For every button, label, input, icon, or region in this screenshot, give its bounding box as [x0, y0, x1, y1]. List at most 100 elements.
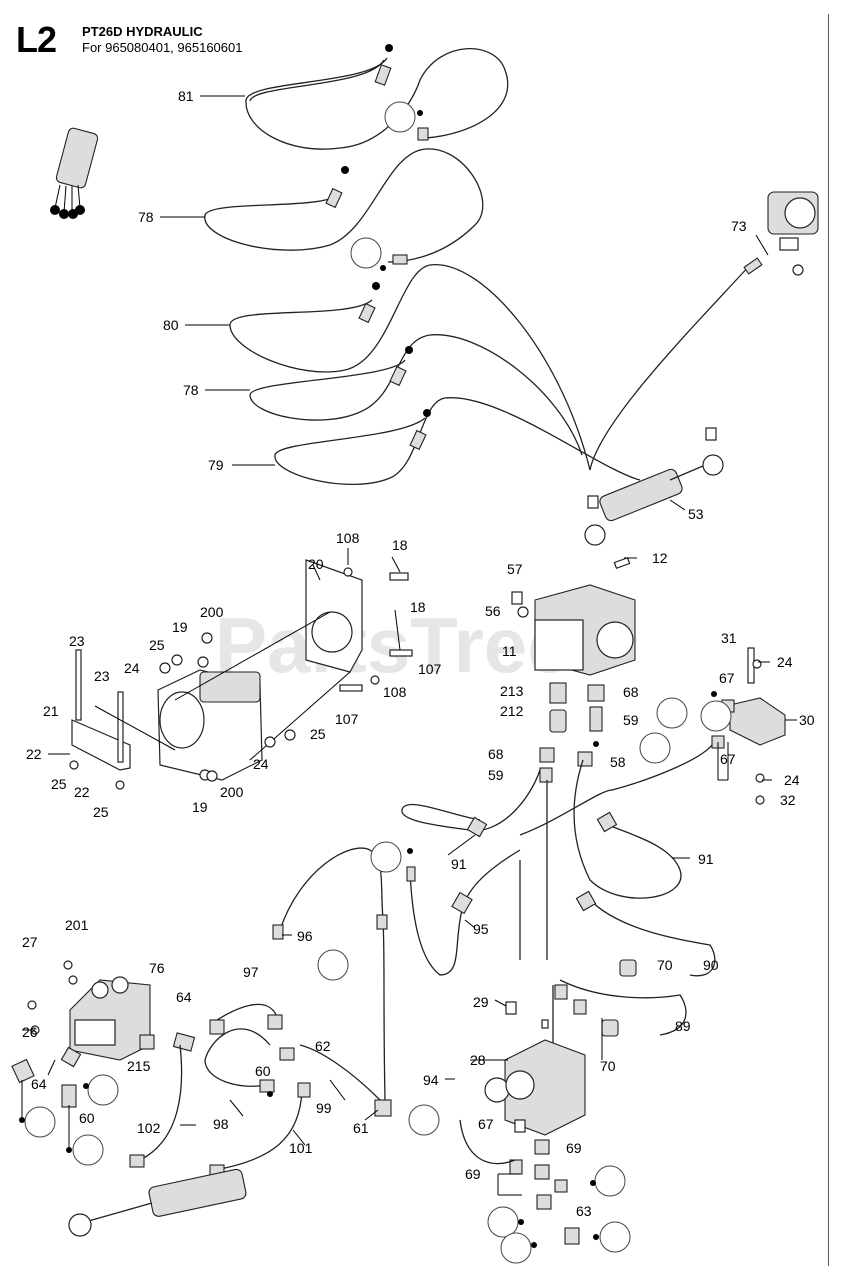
callout-97: 97	[243, 964, 259, 980]
callout-27: 27	[22, 934, 38, 950]
callout-63: 63	[576, 1203, 592, 1219]
callout-67-lower: 67	[720, 751, 736, 767]
callout-12: 12	[652, 550, 668, 566]
hose-fittings-lower-left	[129, 1014, 392, 1178]
callout-96: 96	[297, 928, 313, 944]
callout-201: 201	[65, 917, 89, 933]
hose-81	[245, 48, 509, 150]
callout-73: 73	[731, 218, 747, 234]
callout-60-left: 60	[79, 1110, 95, 1126]
callout-91-right: 91	[698, 851, 714, 867]
callout-94: 94	[423, 1072, 439, 1088]
callout-70-lower: 70	[600, 1058, 616, 1074]
pump-assembly-left	[69, 559, 413, 790]
reference-circles	[24, 101, 732, 1264]
callout-76: 76	[149, 960, 165, 976]
callout-78-lower: 78	[183, 382, 199, 398]
callout-68-left: 68	[488, 746, 504, 762]
callout-leaders	[22, 95, 797, 1196]
callout-80: 80	[163, 317, 179, 333]
callout-56: 56	[485, 603, 501, 619]
pump-fittings	[539, 682, 605, 783]
callout-107-top: 107	[418, 661, 442, 677]
hose-fittings-middle	[272, 811, 637, 1037]
callout-81: 81	[178, 88, 194, 104]
callout-29: 29	[473, 994, 489, 1010]
control-valve-26	[11, 960, 196, 1153]
hose-78-upper	[204, 148, 484, 263]
callout-24-b: 24	[253, 756, 269, 772]
callout-30: 30	[799, 712, 815, 728]
callout-61: 61	[353, 1120, 369, 1136]
callout-200-bottom: 200	[220, 784, 244, 800]
callout-89: 89	[675, 1018, 691, 1034]
callout-22-b: 22	[74, 784, 90, 800]
callout-25-d: 25	[93, 804, 109, 820]
callout-25-c: 25	[51, 776, 67, 792]
callout-98: 98	[213, 1116, 229, 1132]
callout-26: 26	[22, 1024, 38, 1040]
callout-91-left: 91	[451, 856, 467, 872]
callout-labels: 81 78 80 78 79 73 53 108 18 20 18 200 19…	[22, 88, 815, 1219]
callout-69-left: 69	[465, 1166, 481, 1182]
callout-107-mid: 107	[335, 711, 359, 727]
page-code: L2	[16, 19, 57, 60]
callout-25-b: 25	[310, 726, 326, 742]
callout-90: 90	[703, 957, 719, 973]
callout-70-upper: 70	[657, 957, 673, 973]
callout-24-d: 24	[784, 772, 800, 788]
callout-53: 53	[688, 506, 704, 522]
callout-95: 95	[473, 921, 489, 937]
callout-22-a: 22	[26, 746, 42, 762]
callout-62: 62	[315, 1038, 331, 1054]
valve-block-30	[711, 647, 786, 805]
callout-213: 213	[500, 683, 524, 699]
callout-31: 31	[721, 630, 737, 646]
callout-215: 215	[127, 1058, 151, 1074]
hose-80	[229, 264, 751, 471]
hose-78-lower	[249, 334, 583, 456]
callout-108-mid: 108	[383, 684, 407, 700]
callout-24-a: 24	[124, 660, 140, 676]
callout-59-left: 59	[488, 767, 504, 783]
hoses-middle	[279, 744, 716, 1110]
wheel-motor-icon	[767, 191, 819, 276]
callout-108-top: 108	[336, 530, 360, 546]
hose-end-fittings-top	[325, 44, 763, 451]
callout-99: 99	[316, 1100, 332, 1116]
hose-79	[274, 397, 641, 485]
callout-64-upper: 64	[176, 989, 192, 1005]
callout-19-top: 19	[172, 619, 188, 635]
serial-numbers: For 965080401, 965160601	[82, 40, 243, 55]
callout-24-c: 24	[777, 654, 793, 670]
hoses-lower-left	[139, 1003, 381, 1171]
model-title: PT26D HYDRAULIC	[82, 24, 203, 39]
callout-21: 21	[43, 703, 59, 719]
callout-69-right: 69	[566, 1140, 582, 1156]
callout-20: 20	[308, 556, 324, 572]
callout-59-right: 59	[623, 712, 639, 728]
callout-58: 58	[610, 754, 626, 770]
callout-18-top: 18	[392, 537, 408, 553]
callout-68-right: 68	[623, 684, 639, 700]
valve-block-28	[459, 1001, 586, 1245]
callout-67-upper: 67	[719, 670, 735, 686]
callout-64-lower: 64	[31, 1076, 47, 1092]
callout-23-a: 23	[69, 633, 85, 649]
callout-101: 101	[289, 1140, 313, 1156]
callout-78-upper: 78	[138, 209, 154, 225]
page-border	[828, 14, 829, 1266]
callout-200-top: 200	[200, 604, 224, 620]
lift-cylinder-lower	[68, 1168, 247, 1237]
callout-25-a: 25	[149, 637, 165, 653]
callout-19-bottom: 19	[192, 799, 208, 815]
watermark: PartsTree	[215, 601, 571, 689]
callout-60-mid: 60	[255, 1063, 271, 1079]
callout-57: 57	[507, 561, 523, 577]
callout-23-b: 23	[94, 668, 110, 684]
pump-11	[511, 557, 636, 676]
lift-cylinder-53	[584, 427, 724, 546]
callout-212: 212	[500, 703, 524, 719]
callout-67-bottom: 67	[478, 1116, 494, 1132]
